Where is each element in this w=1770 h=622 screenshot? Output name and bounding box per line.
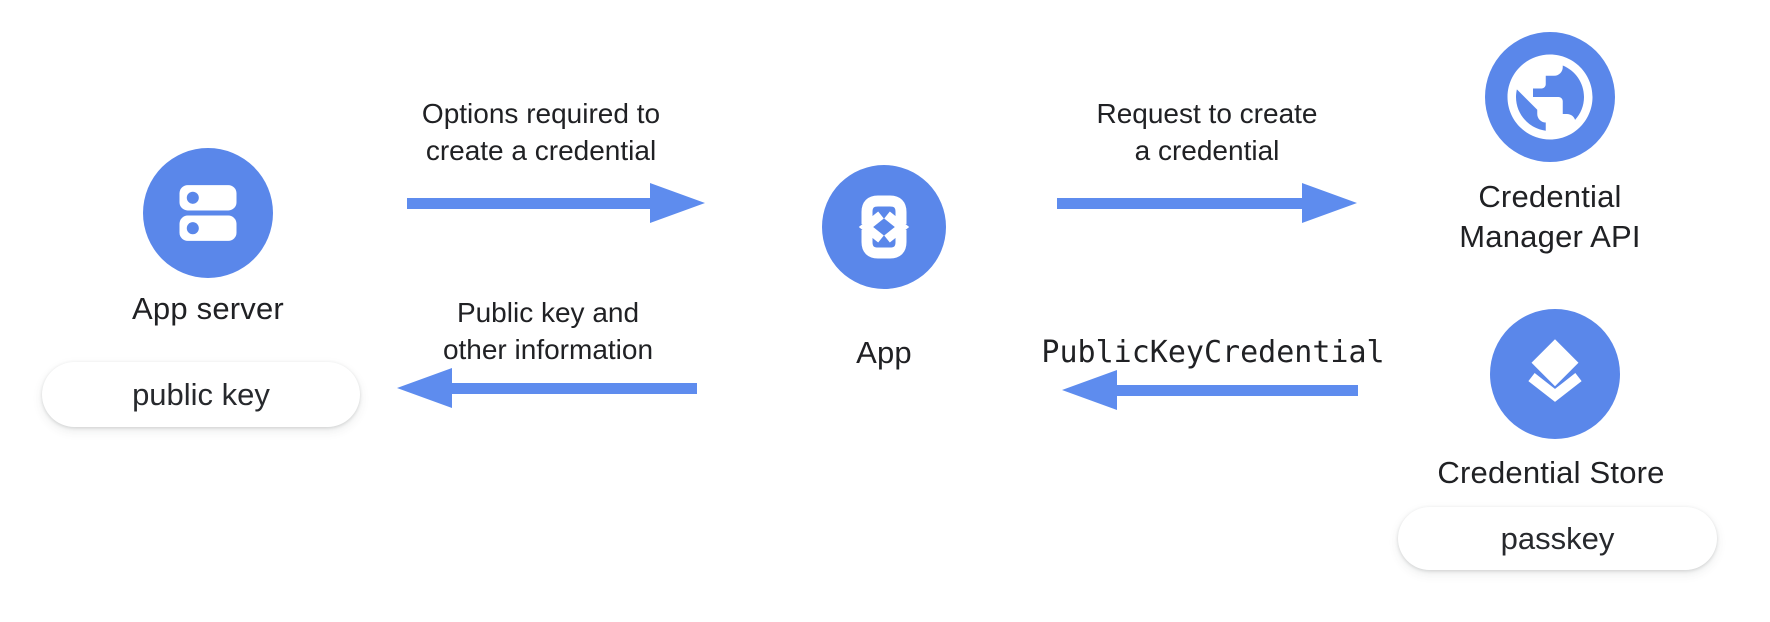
- flow-request-label: Request to create a credential: [1096, 98, 1318, 166]
- arrowhead-left-icon: [397, 368, 452, 408]
- public-key-pill-label: public key: [132, 376, 270, 412]
- layers-icon: [1506, 325, 1604, 423]
- phone-code-icon: [836, 179, 932, 275]
- flow-options-label: Options required to create a credential: [421, 98, 661, 166]
- arrow-right-request: [1057, 183, 1357, 223]
- arrow-left-publickeycredential: [1062, 370, 1358, 410]
- arrow-left-public-key-info: [397, 368, 697, 408]
- globe-icon: [1499, 46, 1601, 148]
- credential-store-node: [1490, 309, 1620, 439]
- credential-manager-label: Credential Manager API: [1459, 179, 1641, 254]
- arrow-right-options: [407, 183, 705, 223]
- arrowhead-left-icon: [1062, 370, 1117, 410]
- credential-store-label: Credential Store: [1437, 455, 1665, 490]
- credential-manager-node: [1485, 32, 1615, 162]
- passkey-pill-label: passkey: [1500, 520, 1615, 556]
- app-label: App: [856, 335, 912, 370]
- app-node: [822, 165, 946, 289]
- passkey-pill: passkey: [1398, 507, 1717, 570]
- arrowhead-right-icon: [650, 183, 705, 223]
- flow-public-key-info-label: Public key and other information: [442, 297, 654, 365]
- flow-publickeycredential-label: PublicKeyCredential: [1041, 335, 1385, 370]
- server-stack-icon: [170, 175, 246, 251]
- arrowhead-right-icon: [1302, 183, 1357, 223]
- app-server-label: App server: [132, 291, 284, 326]
- app-server-node: [143, 148, 273, 278]
- public-key-pill: public key: [42, 362, 360, 427]
